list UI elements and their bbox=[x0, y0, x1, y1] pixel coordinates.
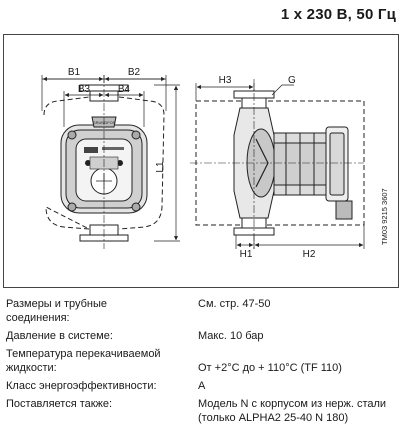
label-b4: B4 bbox=[118, 84, 131, 95]
label-g: G bbox=[288, 75, 296, 86]
pump-drawing-svg: GRUNDFOS B1 B2 B3 bbox=[41, 67, 389, 260]
spec-value: A bbox=[198, 380, 206, 392]
spec-row: Размеры и трубные соединения: См. стр. 4… bbox=[6, 297, 402, 325]
label-l1: L1 bbox=[155, 161, 166, 173]
spec-value: Макс. 10 бар bbox=[198, 330, 264, 342]
dimension-drawing: GRUNDFOS B1 B2 B3 bbox=[3, 34, 399, 288]
spec-row: Поставляется также: Модель N с корпусом … bbox=[6, 397, 402, 425]
side-dimensions bbox=[195, 83, 365, 249]
front-view: GRUNDFOS bbox=[43, 75, 165, 249]
label-h1: H1 bbox=[240, 249, 253, 260]
label-h2: H2 bbox=[303, 249, 316, 260]
spec-label: Поставляется также: bbox=[6, 398, 113, 410]
label-b2: B2 bbox=[128, 67, 141, 78]
label-h3: H3 bbox=[219, 75, 232, 86]
spec-label: Размеры и трубные соединения: bbox=[6, 298, 108, 324]
spec-row: Класс энергоэффективности: A bbox=[6, 379, 402, 393]
spec-value: См. стр. 47-50 bbox=[198, 298, 271, 310]
spec-value: Модель N с корпусом из нерж. стали (толь… bbox=[198, 398, 387, 424]
spec-label: Температура перекачиваемой жидкости: bbox=[6, 348, 161, 374]
side-view bbox=[190, 79, 365, 249]
spec-label: Давление в системе: bbox=[6, 330, 113, 342]
spec-row: Температура перекачиваемой жидкости: От … bbox=[6, 347, 402, 375]
front-dimensions bbox=[41, 75, 180, 242]
spec-row: Давление в системе: Макс. 10 бар bbox=[6, 329, 402, 343]
spec-value: От +2°C до + 110°C (TF 110) bbox=[198, 362, 342, 374]
page-heading: 1 x 230 В, 50 Гц bbox=[280, 6, 396, 23]
spec-table: Размеры и трубные соединения: См. стр. 4… bbox=[6, 297, 402, 429]
label-b3: B3 bbox=[78, 84, 91, 95]
spec-label: Класс энергоэффективности: bbox=[6, 380, 157, 392]
drawing-code: TM03 9215 3607 bbox=[380, 188, 389, 245]
label-b1: B1 bbox=[68, 67, 81, 78]
